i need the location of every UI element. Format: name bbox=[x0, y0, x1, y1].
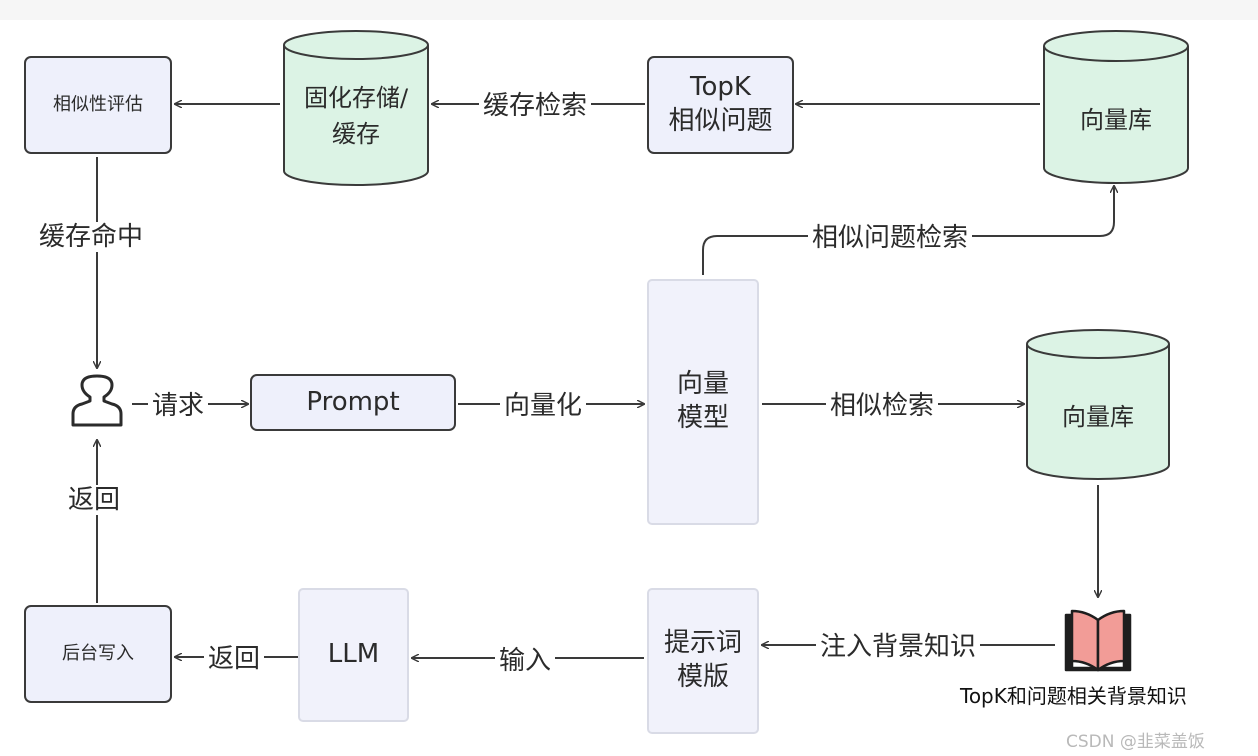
backend-write-node: 后台写入 bbox=[24, 605, 172, 703]
prompt-node: Prompt bbox=[250, 374, 456, 431]
edge-label-similar-question-search: 相似问题检索 bbox=[808, 223, 973, 253]
llm-label: LLM bbox=[327, 639, 380, 670]
watermark: CSDN @韭菜盖饭 bbox=[1066, 732, 1205, 752]
vector-db-mid-label: 向量库 bbox=[1062, 403, 1134, 431]
cylinder-vector-db-mid bbox=[1026, 329, 1170, 480]
vector-model-label-2: 模型 bbox=[676, 403, 729, 433]
llm-node: LLM bbox=[298, 588, 409, 722]
edge-label-input: 输入 bbox=[495, 646, 556, 676]
backend-write-label: 后台写入 bbox=[62, 643, 134, 665]
template-label-1: 提示词 bbox=[663, 628, 742, 659]
vector-db-top-label: 向量库 bbox=[1080, 106, 1152, 134]
edge-label-cache-search: 缓存检索 bbox=[479, 91, 592, 121]
persist-cache-label-2: 缓存 bbox=[332, 120, 380, 148]
book-caption: TopK和问题相关背景知识 bbox=[960, 684, 1187, 708]
edge-label-vectorize: 向量化 bbox=[500, 391, 587, 421]
vector-model-node: 向量 模型 bbox=[647, 279, 759, 525]
template-node: 提示词 模版 bbox=[647, 588, 759, 734]
vector-db-top-node: 向量库 bbox=[1044, 75, 1188, 165]
cylinder-vector-db-top bbox=[1043, 30, 1189, 184]
edge-label-return-left: 返回 bbox=[204, 644, 265, 674]
template-label-2: 模版 bbox=[676, 662, 729, 692]
edge-label-inject-background: 注入背景知识 bbox=[816, 632, 981, 662]
persist-cache-label-1: 固化存储/ bbox=[303, 84, 409, 112]
topk-label-1: TopK bbox=[690, 72, 751, 103]
cylinder-persist-cache bbox=[283, 30, 429, 186]
prompt-label: Prompt bbox=[306, 386, 400, 417]
edge-label-similar-search: 相似检索 bbox=[826, 391, 939, 421]
similarity-eval-label: 相似性评估 bbox=[53, 94, 143, 116]
edge-label-return-up: 返回 bbox=[64, 485, 125, 515]
similarity-eval-node: 相似性评估 bbox=[24, 56, 172, 154]
edge-label-request: 请求 bbox=[148, 391, 209, 421]
top-band bbox=[0, 0, 1258, 20]
topk-node: TopK 相似问题 bbox=[647, 56, 794, 154]
persist-cache-node: 固化存储/ 缓存 bbox=[284, 68, 428, 164]
edge-label-cache-hit: 缓存命中 bbox=[35, 222, 148, 252]
vector-model-label-1: 向量 bbox=[676, 369, 729, 400]
vector-db-mid-node: 向量库 bbox=[1027, 372, 1169, 462]
topk-label-2: 相似问题 bbox=[668, 106, 773, 136]
